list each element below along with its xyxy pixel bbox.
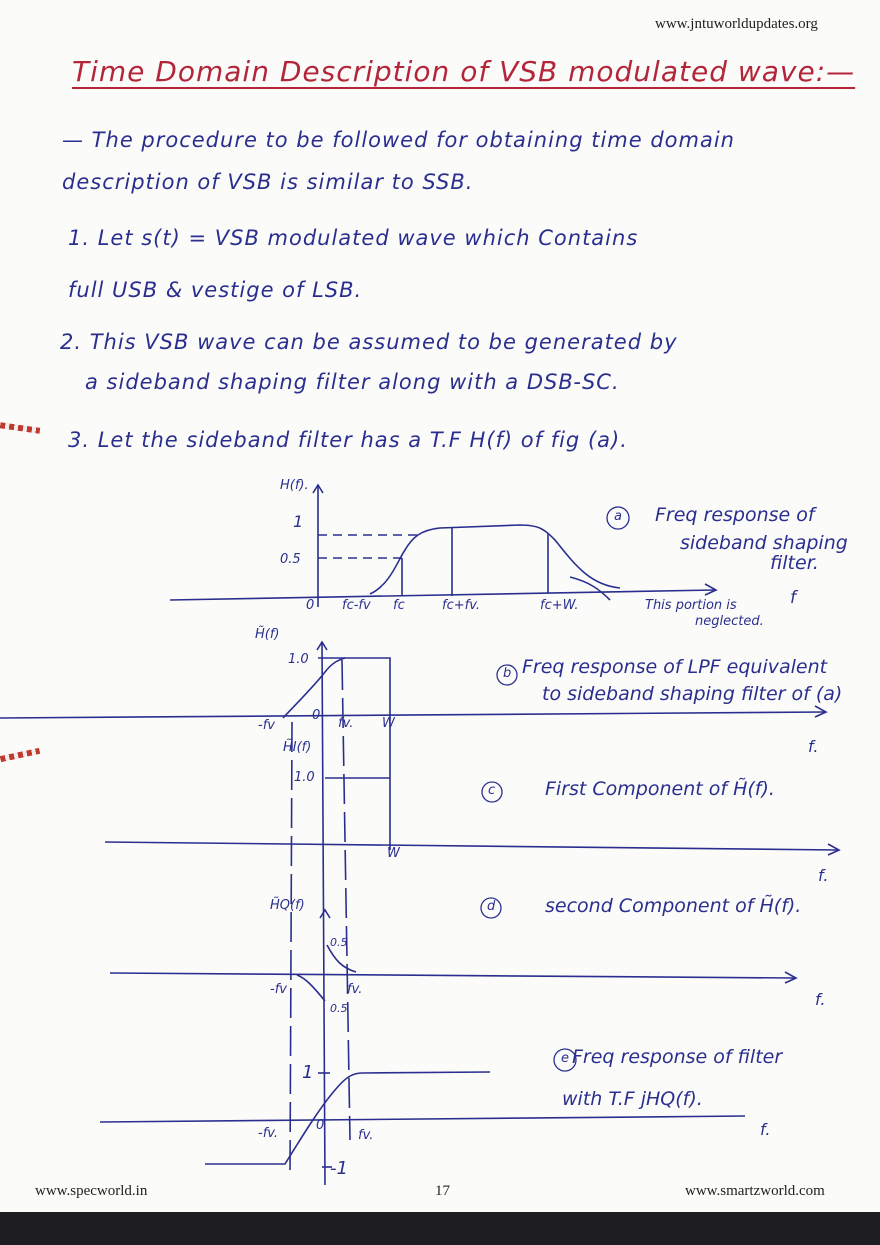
arrow-icon <box>316 640 328 651</box>
figure-e-caption: Freq response of filter <box>572 1046 783 1068</box>
page-number: 17 <box>435 1183 450 1199</box>
figure-a-origin: 0 <box>306 598 315 613</box>
figure-c-xlabel: f. <box>818 866 829 885</box>
notebook-page <box>0 0 880 1212</box>
text-line: 2. This VSB wave can be assumed to be ge… <box>60 330 678 354</box>
figure-a-tick-1: 1 <box>293 512 304 531</box>
figure-b-tick: -fv <box>258 718 275 733</box>
figure-e-graph <box>99 1071 746 1168</box>
figure-d-xlabel: f. <box>815 990 826 1009</box>
figure-b-tick: W <box>382 716 395 731</box>
figure-e-origin: 0 <box>316 1118 325 1133</box>
figure-e-tick: -fv. <box>258 1126 279 1141</box>
figure-a-response-curve <box>369 524 621 595</box>
figure-a-tick: fc+fv. <box>442 598 480 613</box>
watermark-bottom-right[interactable]: www.smartzworld.com <box>685 1183 825 1199</box>
scan-edge <box>0 1212 880 1245</box>
figure-d-positive-curve <box>326 944 357 973</box>
figure-c-x-axis <box>104 841 839 851</box>
figure-e-tick: fv. <box>358 1128 374 1143</box>
page-title: Time Domain Description of VSB modulated… <box>72 55 856 88</box>
figure-c-caption: First Component of H̃(f). <box>545 778 775 800</box>
figure-d-tick-neg: 0.5 <box>330 1002 348 1015</box>
figure-a-tick: fc+W. <box>540 598 579 613</box>
arrow-icon <box>784 971 798 984</box>
arrow-icon <box>319 908 331 919</box>
figure-b-x-axis <box>0 711 826 719</box>
figure-e-xlabel: f. <box>760 1120 771 1139</box>
figure-a-x-axis <box>169 589 716 601</box>
figure-d-ylabel: H̃Q(f) <box>270 898 305 913</box>
figure-a-tick: fc-fv <box>342 598 371 613</box>
figure-d-negative-curve <box>296 974 326 1002</box>
figure-a-tick-05: 0.5 <box>280 552 301 567</box>
figure-a-ylabel: H(f). <box>280 478 309 493</box>
figure-c-tick-1: 1.0 <box>294 770 315 785</box>
figure-b-tick: fv. <box>338 716 354 731</box>
figure-c-ylabel: H̃I(f) <box>283 740 312 755</box>
figure-d-marker: d <box>487 899 496 914</box>
figure-b-ylabel: H̃(f) <box>255 627 280 642</box>
figure-a-note: This portion is <box>645 598 737 613</box>
figure-b-marker: b <box>503 666 512 681</box>
figure-e-response-curve <box>205 1071 491 1165</box>
figure-d-graph <box>109 908 798 1002</box>
figure-b-tick-1: 1.0 <box>288 652 309 667</box>
figure-b-caption: Freq response of LPF equivalent <box>522 656 828 678</box>
figure-d-tick: fv. <box>347 982 363 997</box>
arrow-icon <box>827 843 841 856</box>
watermark-top[interactable]: www.jntuworldupdates.org <box>655 16 818 32</box>
watermark-bottom-left[interactable]: www.specworld.in <box>35 1183 148 1199</box>
arrow-icon <box>704 583 718 596</box>
figure-b-xlabel: f. <box>808 737 819 756</box>
figure-e-caption: with T.F jHQ(f). <box>562 1088 703 1110</box>
figure-c-marker: c <box>488 783 496 798</box>
figure-a-caption: Freq response of <box>655 504 815 526</box>
figure-d-caption: second Component of H̃(f). <box>545 895 802 917</box>
text-line: — The procedure to be followed for obtai… <box>62 128 735 152</box>
figure-d-x-axis <box>109 972 796 979</box>
text-line: 1. Let s(t) = VSB modulated wave which C… <box>68 226 639 250</box>
figure-b-graph <box>0 640 828 1186</box>
figure-a-note: neglected. <box>695 614 764 629</box>
figure-e-marker: e <box>561 1051 569 1066</box>
arrow-icon <box>312 483 324 494</box>
figure-d-tick-pos: 0.5 <box>330 936 348 949</box>
text-line: a sideband shaping filter along with a D… <box>85 370 620 394</box>
figure-b-caption: to sideband shaping filter of (a) <box>542 683 843 705</box>
figure-e-tick-neg1: -1 <box>330 1158 348 1179</box>
figure-d-tick: -fv <box>270 982 287 997</box>
figure-a-note-arrow <box>569 576 611 601</box>
figure-b-origin: 0 <box>312 708 321 723</box>
figure-a-caption: sideband shaping <box>680 532 848 554</box>
figure-c-tick-w: W <box>387 846 400 861</box>
text-line: description of VSB is similar to SSB. <box>62 170 474 194</box>
arrow-icon <box>814 705 828 718</box>
figure-a-marker: a <box>614 509 622 524</box>
figure-markers <box>480 506 630 1072</box>
figure-a-xlabel: f <box>790 588 796 608</box>
text-line: 3. Let the sideband filter has a T.F H(f… <box>68 428 628 452</box>
figure-a-caption: filter. <box>770 552 819 574</box>
figure-a-graph <box>169 483 718 607</box>
text-line: full USB & vestige of LSB. <box>68 278 363 302</box>
figure-e-x-axis <box>99 1115 746 1123</box>
figure-a-tick: fc <box>393 598 405 613</box>
figure-e-tick-1: 1 <box>302 1062 314 1083</box>
figure-c-graph <box>104 777 841 856</box>
